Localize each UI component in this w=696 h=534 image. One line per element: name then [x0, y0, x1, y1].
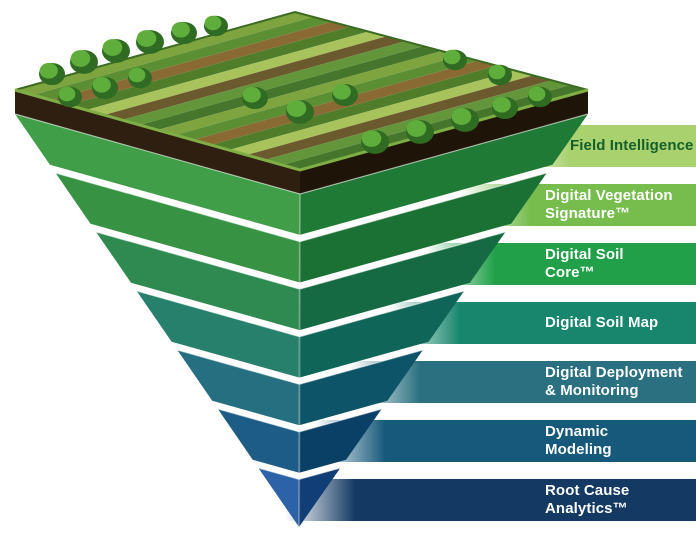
pyramid-layer-left-face [177, 350, 300, 426]
tree-icon [406, 120, 434, 144]
layer-bar-label: Analytics™ [545, 500, 628, 517]
pyramid-layer-rim [258, 467, 341, 481]
pyramid-layer-right-face [299, 350, 423, 426]
layer-bar-digital-deployment-monitoring: Digital Deployment & Monitoring [350, 361, 696, 403]
pyramid-layer-left-face [96, 232, 300, 331]
crop-row-stripe [139, 46, 442, 130]
layer-bar-dynamic-modeling: Dynamic Modeling [315, 420, 696, 462]
crop-row-stripe [104, 36, 405, 120]
tree-icon [361, 130, 389, 154]
pyramid-center-ridge [298, 193, 301, 528]
tree-icon [92, 76, 118, 100]
pyramid-layer-left-face [55, 173, 300, 283]
crop-row-stripe [157, 51, 460, 135]
soil-band-right [300, 90, 588, 194]
pyramid-layer-right-face [299, 409, 382, 473]
crop-row-stripe [50, 21, 350, 105]
crop-row-stripe [86, 31, 387, 115]
tree-icon [451, 108, 479, 132]
field-back-edge [14, 10, 589, 91]
farm-field-illustration [14, 10, 589, 194]
pyramid-layer-rim [14, 113, 589, 195]
tree-icon [102, 39, 130, 63]
tree-icon [443, 49, 467, 71]
tree-icon [286, 100, 314, 124]
pyramid-layer-rim [177, 349, 424, 385]
crop-row-stripe [246, 75, 552, 160]
pyramid-layer-left-face [258, 468, 300, 527]
crop-row-stripe [175, 55, 479, 140]
crop-row-stripe [121, 41, 424, 125]
crop-row-stripe [210, 65, 515, 150]
layer-bar-label: & Monitoring [545, 382, 639, 399]
layer-bar-label: Core™ [545, 264, 595, 281]
pyramid-layer-4 [136, 290, 465, 378]
tree-icon [528, 86, 552, 108]
pyramid-layer-1 [14, 113, 589, 235]
tree-icon [70, 50, 98, 74]
field-grass-edge [14, 88, 589, 172]
crop-row-stripe [15, 12, 314, 95]
pyramid-layer-rim [136, 290, 465, 338]
layer-bar-label: Digital Soil Map [545, 314, 659, 331]
pyramid-layers [14, 113, 589, 528]
soil-band-left [15, 90, 300, 194]
layer-bar-label: Digital Soil [545, 246, 624, 263]
pyramid-layer-rim [55, 172, 547, 243]
pyramid-layer-right-face [299, 468, 341, 527]
pyramid-layer-6 [217, 408, 382, 473]
layer-bar-label: Digital Vegetation [545, 187, 673, 204]
pyramid-layer-left-face [136, 291, 300, 378]
tree-icon [204, 15, 228, 37]
tree-icon [39, 62, 65, 86]
tree-icon [58, 86, 82, 108]
layer-bar-label: Signature™ [545, 205, 631, 222]
layer-bar-label: Digital Deployment [545, 364, 683, 381]
pyramid-layer-right-face [299, 232, 506, 331]
layer-bar-label: Dynamic [545, 423, 609, 440]
tree-icon [242, 86, 268, 110]
tree-icon [171, 21, 197, 45]
tree-icon [488, 64, 512, 86]
pyramid-layer-right-face [299, 114, 588, 235]
pyramid-layer-right-face [299, 173, 547, 283]
layer-bar-label: Modeling [545, 441, 612, 458]
crop-row-stripe [68, 26, 369, 111]
pyramid-layer-2 [55, 172, 547, 283]
pyramid-layer-left-face [15, 114, 300, 235]
pyramid-layer-left-face [217, 409, 300, 473]
pyramid-layer-right-face [299, 291, 465, 378]
pyramid-layer-7 [258, 467, 341, 527]
pyramid-layer-3 [95, 231, 506, 331]
tree-icon [332, 83, 358, 107]
layer-bar-root-cause-analytics: Root Cause Analytics™ [285, 479, 696, 521]
pyramid-layer-rim [95, 231, 506, 290]
layer-bar-label: Field Intelligence [570, 137, 694, 154]
tree-icon [136, 30, 164, 54]
layer-bar-label: Root Cause [545, 482, 630, 499]
tree-icon [128, 67, 152, 89]
crop-row-stripe [228, 70, 534, 155]
pyramid-layer-5 [177, 349, 424, 426]
tree-icon [492, 96, 518, 120]
pyramid-layer-rim [217, 408, 382, 433]
